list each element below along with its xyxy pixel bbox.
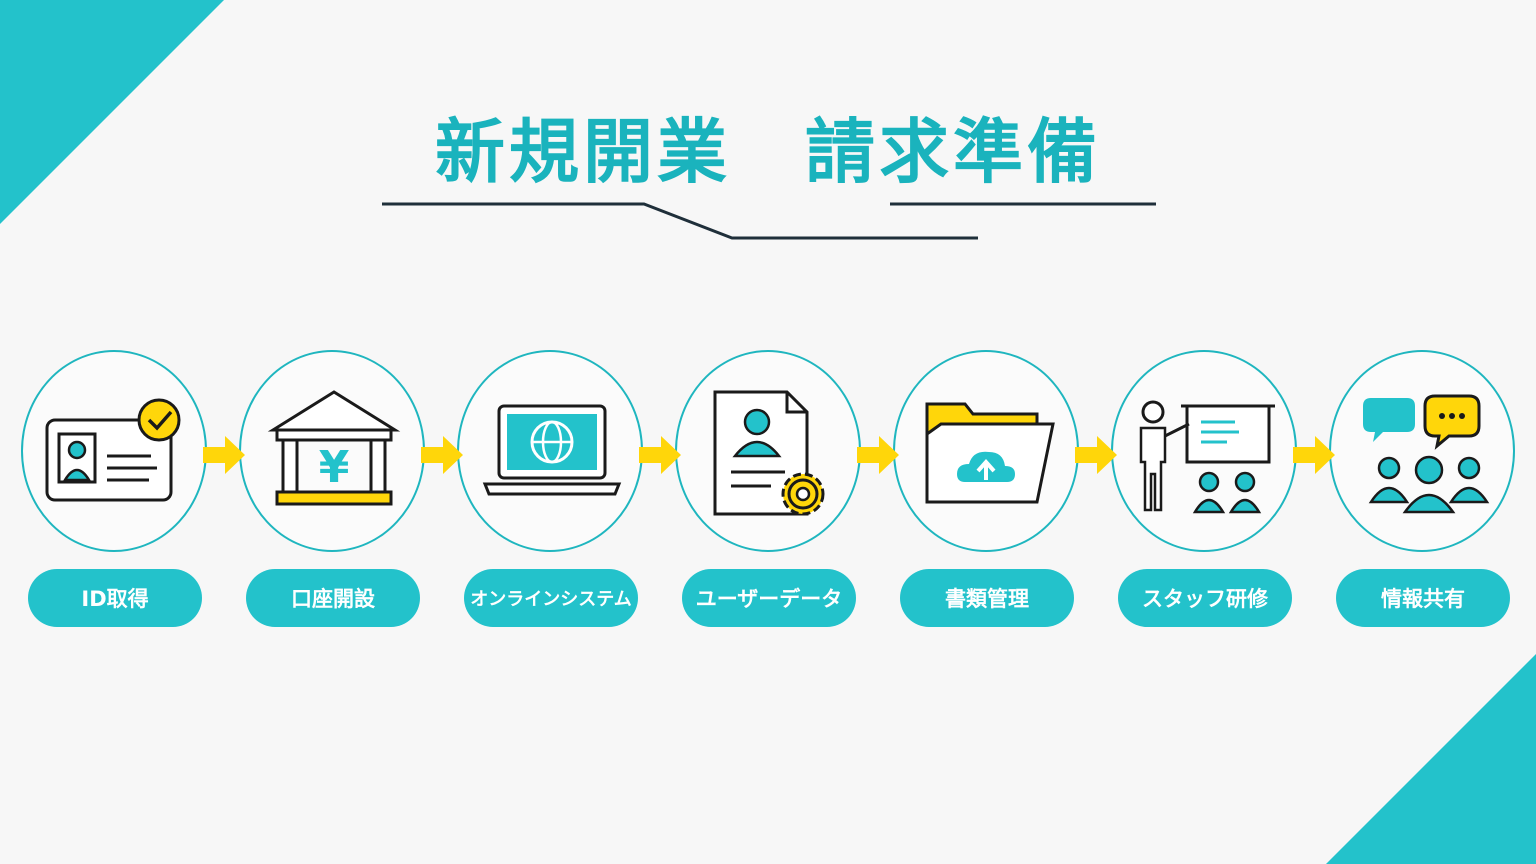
step-label: 書類管理 [900, 569, 1074, 627]
step-icon-circle [675, 350, 861, 552]
arrow-right-icon [1075, 436, 1117, 474]
step-label: ユーザーデータ [682, 569, 856, 627]
step-label: 口座開設 [246, 569, 420, 627]
step-user-data: ユーザーデータ [675, 350, 865, 630]
user-document-gear-icon [713, 390, 825, 516]
step-icon-circle [21, 350, 207, 552]
arrow-right-icon [421, 436, 463, 474]
step-id-acquisition: ID取得 [21, 350, 211, 630]
presenter-training-icon [1139, 400, 1275, 514]
step-staff-training: スタッフ研修 [1111, 350, 1301, 630]
title-underline [382, 202, 1156, 240]
step-icon-circle [1329, 350, 1515, 552]
laptop-globe-icon [482, 404, 622, 496]
step-label: オンラインシステム [464, 569, 638, 627]
folder-cloud-upload-icon [925, 402, 1055, 504]
people-chat-icon [1363, 394, 1490, 514]
id-card-check-icon [45, 398, 181, 502]
arrow-right-icon [857, 436, 899, 474]
step-bank-account: ¥ 口座開設 [239, 350, 429, 630]
step-information-sharing: 情報共有 [1329, 350, 1519, 630]
step-icon-circle: ¥ [239, 350, 425, 552]
corner-decoration-bottom-right [1326, 654, 1536, 864]
arrow-right-icon [203, 436, 245, 474]
step-label: 情報共有 [1336, 569, 1510, 627]
bank-yen-icon: ¥ [267, 390, 401, 506]
arrow-right-icon [639, 436, 681, 474]
step-icon-circle [893, 350, 1079, 552]
arrow-right-icon [1293, 436, 1335, 474]
step-online-system: オンラインシステム [457, 350, 647, 630]
page-title: 新規開業 請求準備 [435, 111, 1101, 193]
step-icon-circle [457, 350, 643, 552]
step-label: ID取得 [28, 569, 202, 627]
step-document-management: 書類管理 [893, 350, 1083, 630]
step-icon-circle [1111, 350, 1297, 552]
step-label: スタッフ研修 [1118, 569, 1292, 627]
svg-text:¥: ¥ [319, 442, 350, 493]
